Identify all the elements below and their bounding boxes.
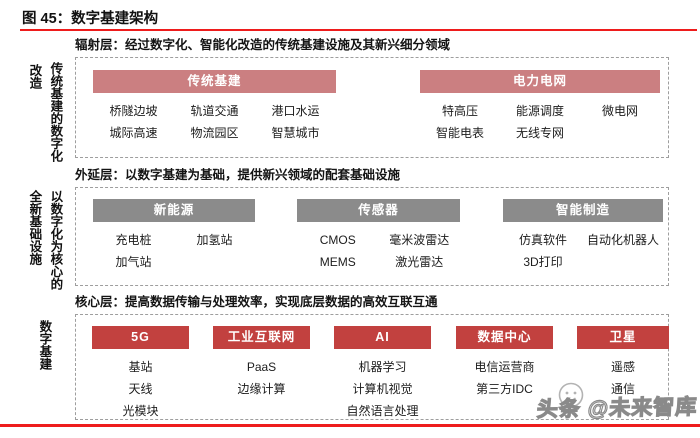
group-items: PaaS 边缘计算: [213, 356, 310, 400]
group-items: 机器学习 计算机视觉 自然语言处理: [334, 356, 431, 422]
toutiao-watermark: 头条 @未来智库: [535, 395, 698, 422]
watermark-smiley-icon: [558, 382, 584, 408]
box-item: 遥感: [610, 360, 635, 374]
box-item: 毫米波雷达: [389, 233, 450, 247]
layer-caption: 外延层：以数字基建为基础，提供新兴领域的配套基础设施: [75, 168, 401, 182]
group-header: 智能制造: [503, 199, 663, 222]
group-header: 数据中心: [456, 326, 553, 349]
layer-dashed-box: 传统基建 桥隧边坡 轨道交通 港口水运 城际高速 物流园区 智慧城市 电力电网 …: [75, 57, 669, 158]
box-item: 机器学习: [358, 360, 407, 374]
group-ai: AI 机器学习 计算机视觉 自然语言处理: [334, 326, 431, 422]
box-item: 微电网: [601, 104, 638, 118]
box-item: 城际高速: [109, 126, 158, 140]
title-underline: [20, 29, 697, 31]
layer-dashed-box: 新能源 充电桩 加氢站 加气站 传感器 CMOS 毫米波雷达 MEMS 激光雷达: [75, 187, 669, 286]
box-item: 电信运营商: [474, 360, 535, 374]
box-item: MEMS: [319, 255, 356, 269]
side-label-transform: 改造: [27, 64, 42, 89]
group-5g: 5G 基站 天线 光模块: [92, 326, 189, 422]
group-industrial-internet: 工业互联网 PaaS 边缘计算: [213, 326, 310, 400]
box-item: 3D打印: [523, 255, 563, 269]
group-header: 新能源: [93, 199, 255, 222]
box-item: 物流园区: [190, 126, 239, 140]
box-item: [174, 251, 255, 273]
box-item: 基站: [128, 360, 153, 374]
side-label-digital-core: 以数字化为核心的: [48, 190, 63, 290]
layer-caption: 核心层：提高数据传输与处理效率，实现底层数据的高效互联互通: [75, 295, 438, 309]
box-item: 能源调度: [515, 104, 564, 118]
box-item: 加气站: [115, 255, 152, 269]
box-item: 边缘计算: [237, 382, 286, 396]
box-item: 光模块: [122, 404, 159, 418]
box-item: 特高压: [441, 104, 478, 118]
box-item: 加氢站: [196, 233, 233, 247]
box-item: PaaS: [246, 360, 277, 374]
group-satellite: 卫星 遥感 通信: [577, 326, 669, 400]
group-items: 充电桩 加氢站 加气站: [93, 229, 255, 273]
group-items: 电信运营商 第三方IDC: [456, 356, 553, 400]
box-item: 智能电表: [435, 126, 484, 140]
group-header: 卫星: [577, 326, 669, 349]
group-traditional-infra: 传统基建 桥隧边坡 轨道交通 港口水运 城际高速 物流园区 智慧城市: [93, 70, 336, 144]
box-item: 激光雷达: [395, 255, 444, 269]
box-item: 仿真软件: [518, 233, 567, 247]
box-item: 充电桩: [115, 233, 152, 247]
box-item: 第三方IDC: [476, 382, 533, 396]
group-header: 传统基建: [93, 70, 336, 93]
side-label-traditional-digitalization: 传统基建的数字化: [48, 62, 63, 162]
box-item: 自然语言处理: [346, 404, 419, 418]
group-items: 桥隧边坡 轨道交通 港口水运 城际高速 物流园区 智慧城市: [93, 100, 336, 144]
group-header: 传感器: [297, 199, 460, 222]
box-item: [580, 122, 660, 144]
group-header: 工业互联网: [213, 326, 310, 349]
box-item: 无线专网: [515, 126, 564, 140]
box-item: 轨道交通: [190, 104, 239, 118]
side-label-digital-infra: 数字基建: [37, 320, 52, 370]
layer-radiation: 辐射层：经过数字化、智能化改造的传统基建设施及其新兴细分领域 传统基建 桥隧边坡…: [0, 37, 700, 158]
layer-extension: 外延层：以数字基建为基础，提供新兴领域的配套基础设施 新能源 充电桩 加氢站 加…: [0, 167, 700, 286]
box-item: 桥隧边坡: [109, 104, 158, 118]
box-item: 智慧城市: [271, 126, 320, 140]
figure-title: 图 45：数字基建架构: [22, 11, 159, 27]
group-sensors: 传感器 CMOS 毫米波雷达 MEMS 激光雷达: [297, 199, 460, 273]
group-data-center: 数据中心 电信运营商 第三方IDC: [456, 326, 553, 400]
group-smart-manufacturing: 智能制造 仿真软件 自动化机器人 3D打印: [503, 199, 663, 273]
box-item: 自动化机器人: [586, 233, 659, 247]
bottom-rule: [0, 424, 700, 427]
group-items: 遥感 通信: [577, 356, 669, 400]
group-items: 仿真软件 自动化机器人 3D打印: [503, 229, 663, 273]
box-item: CMOS: [319, 233, 356, 247]
group-header: 5G: [92, 326, 189, 349]
box-item: [583, 251, 663, 273]
group-power-grid: 电力电网 特高压 能源调度 微电网 智能电表 无线专网: [420, 70, 660, 144]
group-items: 基站 天线 光模块: [92, 356, 189, 422]
box-item: 计算机视觉: [352, 382, 413, 396]
box-item: 通信: [610, 382, 635, 396]
group-items: 特高压 能源调度 微电网 智能电表 无线专网: [420, 100, 660, 144]
group-new-energy: 新能源 充电桩 加氢站 加气站: [93, 199, 255, 273]
side-label-brand-new-infra: 全新基础设施: [27, 190, 42, 265]
group-header: AI: [334, 326, 431, 349]
group-items: CMOS 毫米波雷达 MEMS 激光雷达: [297, 229, 460, 273]
box-item: 港口水运: [271, 104, 320, 118]
group-header: 电力电网: [420, 70, 660, 93]
box-item: 天线: [128, 382, 153, 396]
layer-caption: 辐射层：经过数字化、智能化改造的传统基建设施及其新兴细分领域: [75, 38, 451, 52]
